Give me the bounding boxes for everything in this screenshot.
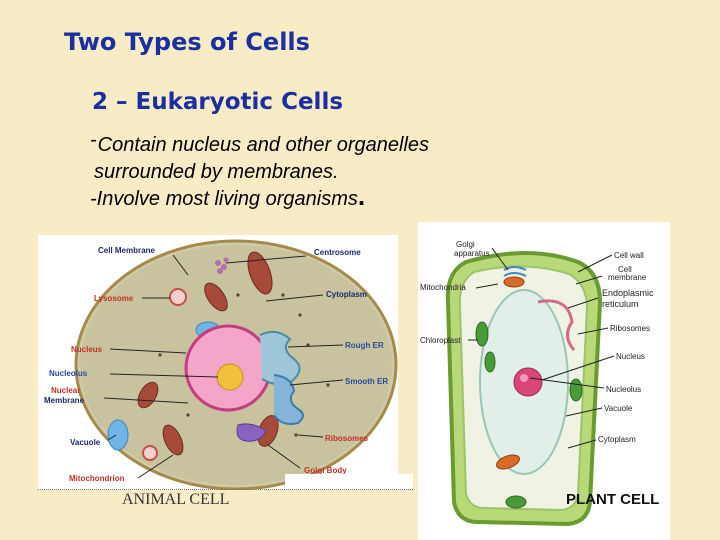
plant-mitochondria-shapes: [496, 276, 525, 470]
lysosome-shape-2: [142, 445, 158, 461]
animal-caption-rule: [38, 489, 413, 490]
plant-golgi-shape: [503, 266, 527, 277]
plant-label-cell-membrane-1: Cell: [618, 265, 632, 274]
plant-label-ribosomes: Ribosomes: [610, 324, 650, 333]
label-nucleus: Nucleus: [71, 345, 103, 354]
plant-cell-caption: PLANT CELL: [566, 491, 659, 508]
label-ribosomes: Ribosomes: [325, 434, 369, 443]
plant-label-nucleus: Nucleus: [616, 352, 645, 361]
slide-subtitle: 2 – Eukaryotic Cells: [92, 89, 344, 115]
vacuole-shape: [107, 419, 129, 451]
label-nucleolus: Nucleolus: [49, 369, 88, 378]
golgi-body-shape: [236, 423, 267, 442]
label-lysosome: Lysosome: [94, 294, 134, 303]
label-nuclear-membrane-1: Nuclear: [51, 386, 80, 395]
lysosome-shape: [169, 288, 187, 306]
bullet-2-text: -Involve most living organisms: [90, 188, 358, 210]
plant-label-er-2: reticulum: [602, 299, 639, 309]
label-golgi-body: Golgi Body: [304, 466, 347, 475]
label-centrosome: Centrosome: [314, 248, 361, 257]
bullet-1-line-1: Contain nucleus and other organelles: [90, 132, 429, 159]
plant-pointer-lines: [468, 247, 615, 449]
plant-label-cell-wall: Cell wall: [614, 251, 644, 260]
bullet-2: -Involve most living organisms.: [90, 183, 429, 213]
label-rough-er: Rough ER: [345, 341, 384, 350]
bullet-2-period: .: [357, 181, 366, 211]
label-cytoplasm: Cytoplasm: [326, 290, 367, 299]
centrosome-shape: [215, 257, 229, 274]
plant-label-golgi-1: Golgi: [456, 240, 475, 249]
bullet-list: Contain nucleus and other organelles sur…: [90, 132, 429, 213]
animal-cell-diagram: Cell Membrane Centrosome Lysosome Cytopl…: [38, 235, 398, 490]
ribosome-dots: [158, 293, 330, 437]
plant-er-shape: [537, 299, 576, 351]
plant-label-cytoplasm: Cytoplasm: [598, 435, 636, 444]
smooth-er-shape: [273, 374, 304, 425]
label-mitochondrion: Mitochondrion: [69, 474, 125, 483]
animal-cell-caption: ANIMAL CELL: [122, 491, 230, 508]
plant-nucleus-shape: [513, 367, 543, 397]
plant-label-vacuole: Vacuole: [604, 404, 633, 413]
plant-label-er-1: Endoplasmic: [602, 288, 654, 298]
animal-pointer-lines: [103, 254, 344, 479]
plant-nucleolus-shape: [520, 374, 528, 382]
plant-cell-diagram: Golgi apparatus Mitochondria Chloroplast…: [418, 222, 670, 540]
plant-label-mitochondria: Mitochondria: [420, 283, 466, 292]
plant-label-golgi-2: apparatus: [454, 249, 490, 258]
plant-label-cell-membrane-2: membrane: [608, 273, 647, 282]
label-vacuole: Vacuole: [70, 438, 101, 447]
plant-label-nucleolus: Nucleolus: [606, 385, 641, 394]
label-cell-membrane: Cell Membrane: [98, 246, 155, 255]
plant-label-chloroplast: Chloroplast: [420, 336, 461, 345]
bullet-1-line-2: surrounded by membranes.: [94, 161, 339, 183]
nucleolus-shape: [216, 363, 244, 391]
animal-label-strip: [285, 474, 413, 490]
label-nuclear-membrane-2: Membrane: [44, 396, 85, 405]
slide-title: Two Types of Cells: [64, 28, 310, 56]
label-smooth-er: Smooth ER: [345, 377, 388, 386]
